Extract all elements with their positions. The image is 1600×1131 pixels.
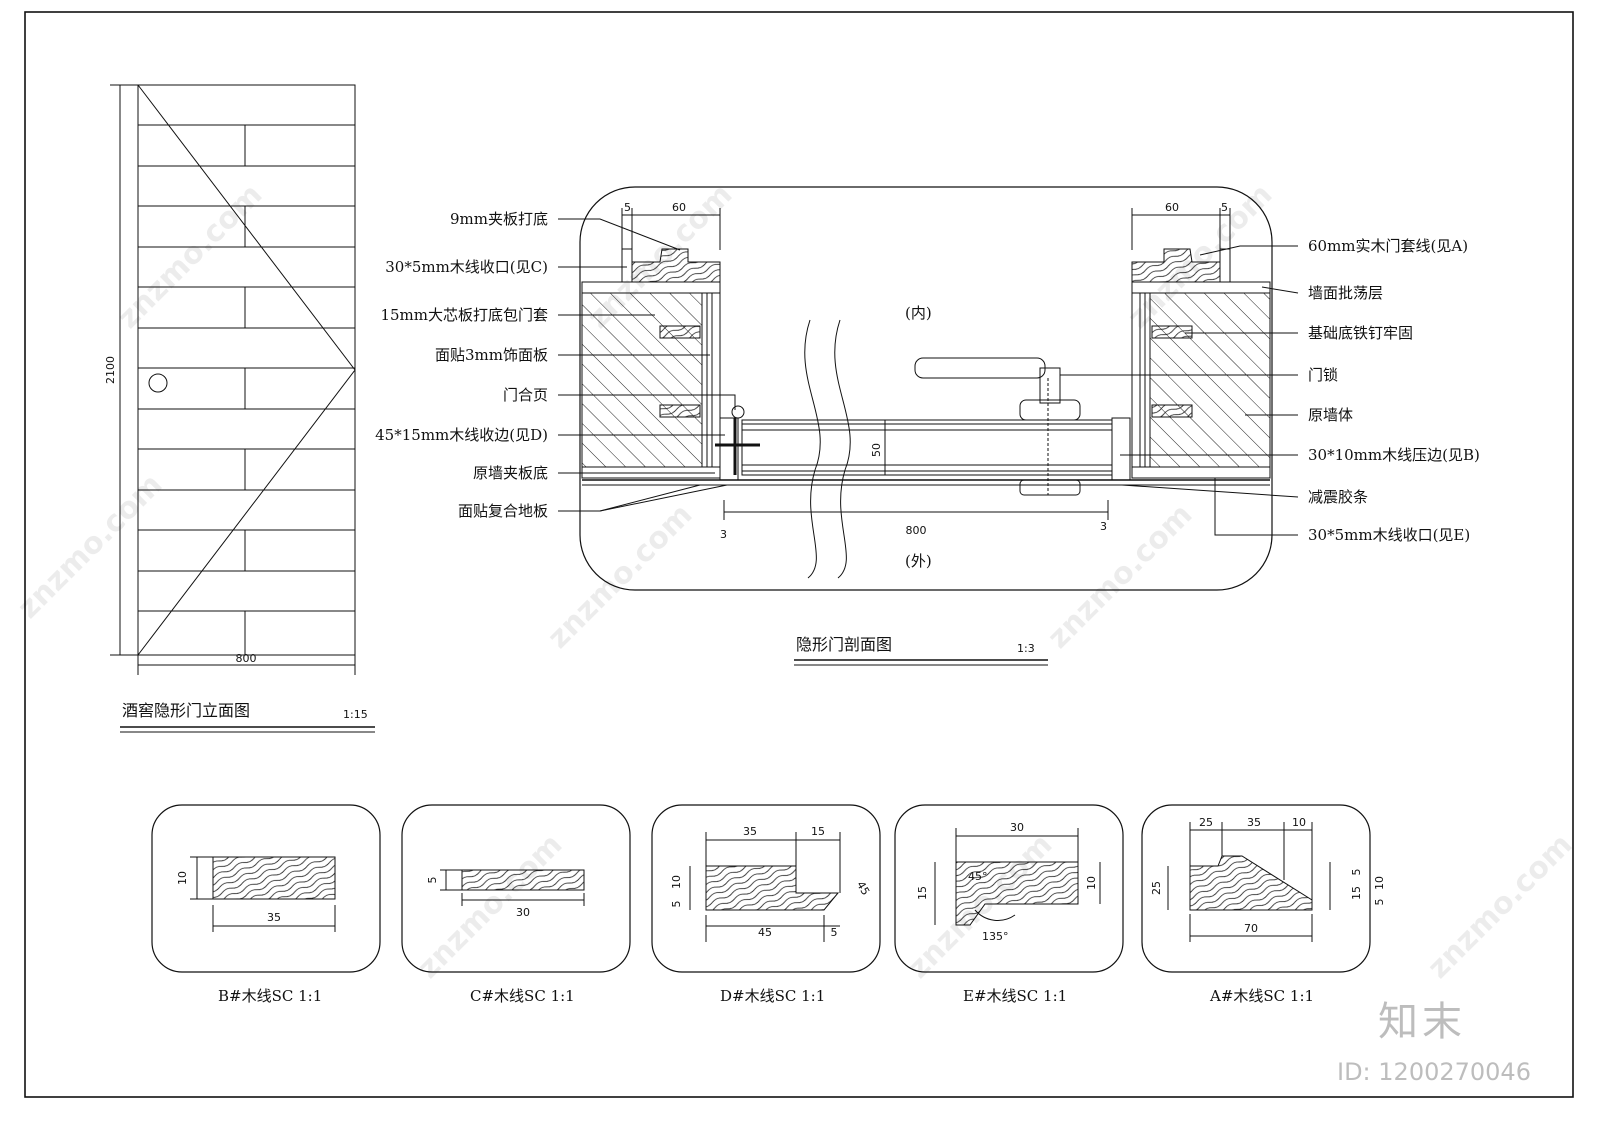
label-wall-plywood: 原墙夹板底 bbox=[473, 464, 548, 482]
dim-right-60: 60 bbox=[1165, 201, 1179, 214]
label-plaster: 墙面批荡层 bbox=[1308, 284, 1383, 302]
svg-text:25: 25 bbox=[1199, 816, 1213, 829]
profile-b: 10 35 B#木线SC 1:1 bbox=[151, 804, 381, 1005]
svg-text:35: 35 bbox=[267, 911, 281, 924]
label-seal-strip: 减震胶条 bbox=[1308, 488, 1368, 506]
svg-text:35: 35 bbox=[1247, 816, 1261, 829]
label-laminate-floor: 面贴复合地板 bbox=[458, 502, 548, 520]
label-trim-b: 30*10mm木线压边(见B) bbox=[1308, 446, 1480, 464]
svg-text:45: 45 bbox=[854, 879, 872, 898]
label-blockboard: 15mm大芯板打底包门套 bbox=[380, 306, 548, 324]
opening-direction-lines bbox=[137, 84, 356, 656]
profile-a-caption: A#木线SC 1:1 bbox=[1209, 987, 1314, 1005]
svg-text:15: 15 bbox=[916, 886, 929, 900]
svg-text:10: 10 bbox=[1085, 876, 1098, 890]
right-wall bbox=[1149, 292, 1271, 468]
dim-door-width: 800 bbox=[906, 524, 927, 537]
dim-gap-right: 3 bbox=[1100, 520, 1107, 533]
outside-label: (外) bbox=[905, 552, 932, 570]
svg-text:15: 15 bbox=[811, 825, 825, 838]
label-casing-a: 60mm实木门套线(见A) bbox=[1308, 237, 1468, 255]
dim-left-60: 60 bbox=[672, 201, 686, 214]
svg-text:30: 30 bbox=[516, 906, 530, 919]
svg-text:5: 5 bbox=[1350, 869, 1363, 876]
door-elevation: 2100 800 酒窖隐形门立面图 1:15 bbox=[104, 84, 375, 733]
dim-door-thickness: 50 bbox=[870, 443, 883, 457]
door-lock-icon bbox=[914, 357, 1081, 496]
svg-text:35: 35 bbox=[743, 825, 757, 838]
elevation-title: 酒窖隐形门立面图 bbox=[122, 701, 250, 720]
svg-text:135°: 135° bbox=[982, 930, 1009, 943]
profile-a: 25 35 10 25 5 15 5 10 70 A#木线SC 1:1 bbox=[1141, 804, 1386, 1005]
door-section: (内) (外) 5 60 60 5 50 800 3 3 bbox=[375, 186, 1480, 666]
svg-text:5: 5 bbox=[670, 901, 683, 908]
svg-text:5: 5 bbox=[1373, 899, 1386, 906]
sheet-border bbox=[24, 11, 1574, 1098]
section-frame bbox=[579, 186, 1273, 591]
svg-text:15: 15 bbox=[1350, 886, 1363, 900]
right-leaders bbox=[1060, 245, 1299, 536]
svg-text:znzmo.com: znzmo.com bbox=[111, 177, 270, 336]
dim-right-5: 5 bbox=[1221, 201, 1228, 214]
svg-text:25: 25 bbox=[1150, 881, 1163, 895]
door-knob bbox=[148, 373, 168, 393]
label-hinge: 门合页 bbox=[503, 386, 548, 404]
svg-text:70: 70 bbox=[1244, 922, 1258, 935]
profile-d: 35 15 10 5 45 5 45 D#木线SC 1:1 bbox=[651, 804, 881, 1005]
label-lock: 门锁 bbox=[1308, 366, 1338, 384]
label-nails: 基础底铁钉牢固 bbox=[1308, 324, 1413, 342]
svg-text:45°: 45° bbox=[968, 870, 988, 883]
profile-e: 30 15 10 45° 135° E#木线SC 1:1 bbox=[894, 804, 1124, 1005]
elevation-scale: 1:15 bbox=[343, 708, 368, 721]
brand-logo: 知末 bbox=[1378, 999, 1466, 1045]
label-trim-d: 45*15mm木线收边(见D) bbox=[375, 426, 548, 444]
elevation-boards bbox=[138, 124, 355, 655]
label-original-wall: 原墙体 bbox=[1308, 406, 1353, 424]
break-line bbox=[804, 319, 821, 579]
profile-c: 5 30 C#木线SC 1:1 bbox=[401, 804, 631, 1005]
hinge-icon bbox=[715, 405, 760, 475]
section-scale: 1:3 bbox=[1017, 642, 1035, 655]
label-9mm-plywood: 9mm夹板打底 bbox=[450, 210, 548, 228]
svg-text:znzmo.com: znzmo.com bbox=[1421, 827, 1580, 986]
svg-text:10: 10 bbox=[176, 871, 189, 885]
left-leaders bbox=[558, 218, 736, 512]
svg-text:znzmo.com: znzmo.com bbox=[11, 467, 170, 626]
svg-text:5: 5 bbox=[831, 926, 838, 939]
svg-text:45: 45 bbox=[758, 926, 772, 939]
svg-text:10: 10 bbox=[670, 875, 683, 889]
inside-label: (内) bbox=[905, 304, 932, 322]
profile-b-caption: B#木线SC 1:1 bbox=[218, 987, 322, 1005]
elevation-height-dim: 2100 bbox=[104, 356, 117, 384]
svg-text:10: 10 bbox=[1373, 876, 1386, 890]
profile-c-caption: C#木线SC 1:1 bbox=[470, 987, 575, 1005]
label-veneer: 面贴3mm饰面板 bbox=[435, 346, 548, 364]
profile-e-caption: E#木线SC 1:1 bbox=[963, 987, 1067, 1005]
svg-text:5: 5 bbox=[426, 877, 439, 884]
dim-left-5: 5 bbox=[624, 201, 631, 214]
svg-text:30: 30 bbox=[1010, 821, 1024, 834]
svg-text:10: 10 bbox=[1292, 816, 1306, 829]
section-title: 隐形门剖面图 bbox=[796, 635, 892, 654]
label-trim-e: 30*5mm木线收口(见E) bbox=[1308, 526, 1470, 544]
elevation-width-dim: 800 bbox=[236, 652, 257, 665]
dim-gap-left: 3 bbox=[720, 528, 727, 541]
image-id: ID: 1200270046 bbox=[1337, 1058, 1531, 1086]
profile-d-caption: D#木线SC 1:1 bbox=[720, 987, 825, 1005]
label-trim-c: 30*5mm木线收口(见C) bbox=[385, 258, 548, 276]
